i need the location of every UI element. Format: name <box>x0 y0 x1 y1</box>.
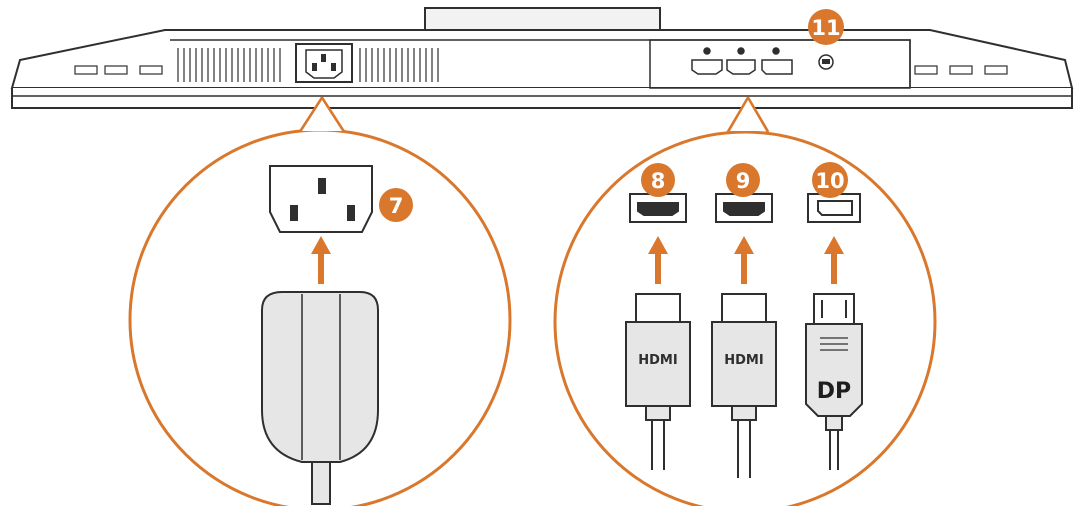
svg-text:7: 7 <box>389 194 404 218</box>
video-ports-zoom-callout: HDMI HDMI DP 8 9 <box>553 96 937 506</box>
hdmi-plug-icon: HDMI <box>711 293 777 478</box>
callout-badge-11: 11 <box>808 9 844 45</box>
displayport-plug-icon: DP <box>805 293 863 470</box>
svg-text:DP: DP <box>817 379 851 404</box>
hdmi-port-icon <box>715 193 773 223</box>
arrow-up-icon <box>311 236 331 284</box>
svg-text:11: 11 <box>811 16 840 40</box>
vent-grille-right <box>359 48 439 82</box>
callout-badge-10: 10 <box>812 162 848 198</box>
vent-grille-left <box>177 48 281 82</box>
power-zoom-callout: 7 <box>128 96 512 506</box>
hdmi-plug-icon: HDMI <box>625 293 691 470</box>
svg-text:8: 8 <box>651 169 666 193</box>
arrow-up-icon <box>648 236 668 284</box>
svg-text:HDMI: HDMI <box>724 353 763 368</box>
side-vent-right <box>914 65 1008 75</box>
hdmi-port-icon <box>726 47 756 75</box>
svg-text:9: 9 <box>736 169 751 193</box>
monitor-body-outline <box>10 29 1074 89</box>
lock-slot-icon <box>818 54 834 70</box>
power-plug-icon <box>261 291 379 505</box>
callout-badge-7: 7 <box>379 188 413 222</box>
arrow-up-icon <box>824 236 844 284</box>
monitor-bottom-view <box>10 7 1074 109</box>
displayport-port-icon <box>761 47 793 75</box>
side-vent-left <box>74 65 163 75</box>
hdmi-port-icon <box>629 193 687 223</box>
power-socket-icon <box>295 43 353 83</box>
power-socket-icon <box>269 165 373 233</box>
arrow-up-icon <box>734 236 754 284</box>
displayport-port-icon <box>807 193 861 223</box>
monitor-bezel <box>11 88 1073 109</box>
svg-text:HDMI: HDMI <box>638 353 677 368</box>
svg-text:10: 10 <box>815 169 844 193</box>
callout-badge-8: 8 <box>641 163 675 197</box>
port-housing <box>649 39 911 89</box>
hdmi-port-icon <box>691 47 723 75</box>
callout-badge-9: 9 <box>726 163 760 197</box>
